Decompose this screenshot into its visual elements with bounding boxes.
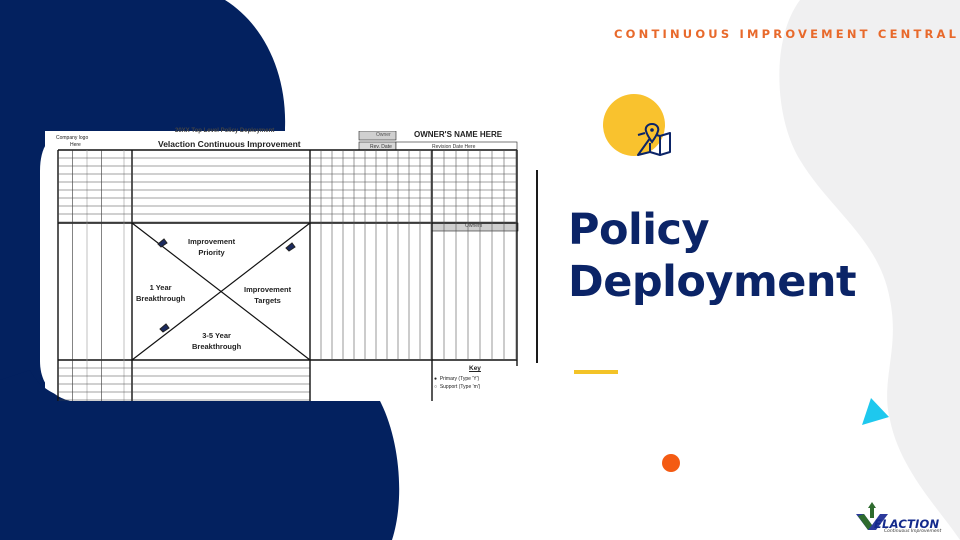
x-matrix-right: Improvement Targets [244,284,291,306]
x-matrix-bottom: 3-5 Year Breakthrough [192,330,241,352]
key-title: Key [469,365,481,372]
arrow-accent-icon [159,323,170,333]
x-left-line-2: Breakthrough [136,294,186,303]
x-matrix-top: Improvement Priority [188,236,235,258]
x-top-line-2: Priority [198,248,225,257]
slide-title: Policy Deployment [568,204,857,308]
logo-wordmark: ELACTION [874,517,940,531]
rev-date-value: Revision Date Here [432,144,476,150]
x-bottom-line-2: Breakthrough [192,342,242,351]
logo-placeholder-2: Here [70,142,81,148]
map-pin-icon [637,122,671,156]
arrow-accent-icon [157,238,168,248]
sheet-company-title: Velaction Continuous Improvement [158,139,301,149]
navy-left-strip [0,120,45,420]
logo-tagline: Continuous Improvement [884,529,942,534]
cyan-triangle [862,398,889,425]
orange-dot [662,454,680,472]
navy-top-shape [0,0,286,131]
x-diagonal [131,222,311,361]
arrow-accent-icon [285,242,296,252]
x-matrix-left: 1 Year Breakthrough [136,282,185,304]
accent-underline [574,370,618,374]
velaction-logo: ELACTION Continuous Improvement [854,500,954,536]
owner-value: OWNER'S NAME HERE [414,130,503,139]
key-item-primary: ● Primary (Type 'Y') [434,376,479,382]
owners-header: Owners [465,223,483,229]
x-left-line-1: 1 Year [149,283,172,292]
sheet-top-title: 20XX Top Level Policy Deployment [175,128,275,134]
x-bottom-line-1: 3-5 Year [202,331,231,340]
key-item-support: ○ Support (Type 'm') [434,384,480,390]
x-top-line-1: Improvement [188,237,236,246]
filled-dot-icon: ● [434,376,438,382]
logo-mark-icon [856,502,888,530]
logo-placeholder-1: Company logo [56,135,89,141]
owner-label: Owner [376,132,391,138]
owner-label-cell [358,131,397,141]
title-line-1: Policy [568,205,710,255]
open-dot-icon: ○ [434,384,438,390]
rev-date-label: Rev. Date [370,144,392,150]
sheet-grid [40,131,520,401]
brand-header: CONTINUOUS IMPROVEMENT CENTRAL [614,27,960,41]
x-right-line-1: Improvement [244,285,292,294]
policy-deployment-sheet: 20XX Top Level Policy Deployment Velacti… [40,128,520,401]
key-item-primary-label: Primary (Type 'Y') [439,376,480,382]
vertical-divider [536,170,538,363]
gray-wave-shape [779,0,960,540]
key-item-support-label: Support (Type 'm') [439,384,481,390]
title-line-2: Deployment [568,257,857,307]
x-right-line-2: Targets [254,296,281,305]
navy-bottom-shape [0,370,400,540]
